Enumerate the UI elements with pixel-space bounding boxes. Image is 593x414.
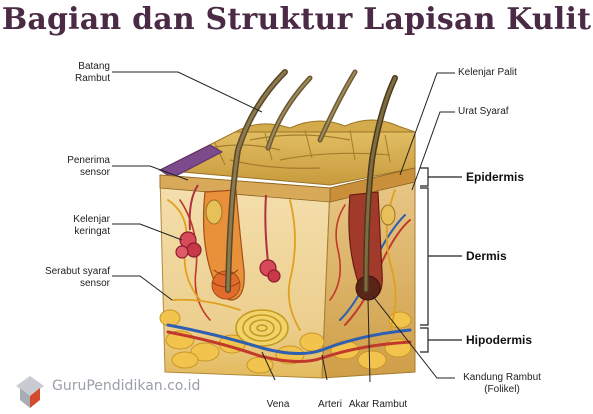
label-serabut-syaraf-sensor: Serabut syaraf sensor xyxy=(30,266,110,290)
layer-hipodermis: Hipodermis xyxy=(466,333,532,347)
label-vena: Vena xyxy=(258,399,298,411)
label-kandung-rambut: Kandung Rambut (Folikel) xyxy=(452,372,552,396)
watermark-text: GuruPendidikan.co.id xyxy=(52,378,200,394)
label-penerima-sensor: Penerima sensor xyxy=(50,155,110,179)
layer-epidermis: Epidermis xyxy=(466,170,524,184)
label-kelenjar-palit: Kelenjar Palit xyxy=(458,67,517,79)
label-arteri: Arteri xyxy=(310,399,350,411)
watermark: GuruPendidikan.co.id xyxy=(16,372,200,400)
label-batang-rambut: Batang Rambut xyxy=(50,61,110,85)
label-akar-rambut: Akar Rambut xyxy=(346,399,410,411)
serabut-syaraf-sensor-corpuscle xyxy=(236,310,288,346)
label-urat-syaraf: Urat Syaraf xyxy=(458,106,509,118)
layer-dermis: Dermis xyxy=(466,249,507,263)
layer-brackets xyxy=(420,168,462,352)
label-kelenjar-keringat: Kelenjar keringat xyxy=(50,214,110,238)
